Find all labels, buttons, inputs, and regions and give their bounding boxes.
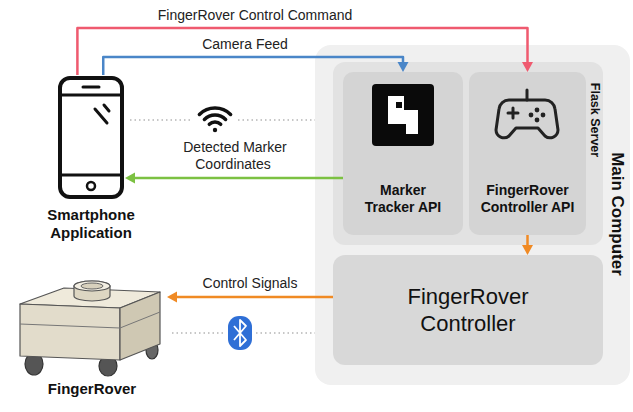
node-label: Marker Tracker API xyxy=(355,182,451,216)
gamepad-icon xyxy=(494,84,560,146)
arrow-head xyxy=(522,62,533,72)
main-computer-panel: Main ComputerFlask ServerMarker Tracker … xyxy=(315,45,630,385)
text-slot: Main Computer xyxy=(606,134,628,294)
edge-label: FingerRover Control Command xyxy=(156,7,355,23)
text-slot: Smartphone Application xyxy=(31,206,151,242)
edge-label-slot: Camera Feed xyxy=(165,36,325,53)
text-slot: Flask Server xyxy=(587,70,603,170)
smartphone-node: Smartphone Application xyxy=(31,75,151,255)
node-label: Smartphone Application xyxy=(31,206,151,242)
connector-line xyxy=(526,235,529,246)
connector-line xyxy=(134,177,343,180)
flask-server-panel: Flask ServerMarker Tracker API FingerRove… xyxy=(333,62,603,245)
connector-line xyxy=(176,296,333,299)
edge-label-slot: FingerRover Control Command xyxy=(125,7,385,24)
edge-label: Control Signals xyxy=(201,275,300,291)
connector xyxy=(125,173,343,184)
edge-label: Detected Marker Coordinates xyxy=(181,139,286,172)
arrow-head xyxy=(522,245,533,255)
node-label: FingerRover xyxy=(12,380,172,398)
arrow-head xyxy=(125,173,135,184)
api-box: Marker Tracker API xyxy=(343,72,463,235)
node-label: FingerRover Controller xyxy=(378,283,558,338)
text-slot: Marker Tracker API xyxy=(355,182,451,216)
connector xyxy=(77,28,533,75)
node-label: Flask Server xyxy=(587,70,603,170)
connector xyxy=(167,292,333,303)
controller-box: FingerRover Controller xyxy=(333,255,603,365)
connector xyxy=(103,57,408,75)
arrow-head xyxy=(167,292,177,303)
edge-label: Camera Feed xyxy=(200,36,290,52)
arrow-head xyxy=(398,62,409,72)
connector-line xyxy=(103,57,403,75)
text-slot: FingerRover xyxy=(12,380,172,398)
fingerrover-node: FingerRover xyxy=(12,272,172,404)
bluetooth-icon xyxy=(228,316,252,350)
connector-line xyxy=(77,28,527,75)
fingerrover-illustration xyxy=(12,272,167,377)
text-slot: FingerRover Controller API xyxy=(474,182,581,216)
edge-label-slot: Control Signals xyxy=(170,275,330,292)
wifi-icon xyxy=(199,108,230,132)
api-box: FingerRover Controller API xyxy=(469,72,586,235)
text-slot: FingerRover Controller xyxy=(378,283,558,338)
node-label: Main Computer xyxy=(606,134,628,294)
connector xyxy=(522,235,533,255)
edge-label-slot: Detected Marker Coordinates xyxy=(164,139,304,173)
smartphone-illustration xyxy=(57,75,125,200)
marker-icon xyxy=(372,84,434,146)
node-label: FingerRover Controller API xyxy=(474,182,581,216)
